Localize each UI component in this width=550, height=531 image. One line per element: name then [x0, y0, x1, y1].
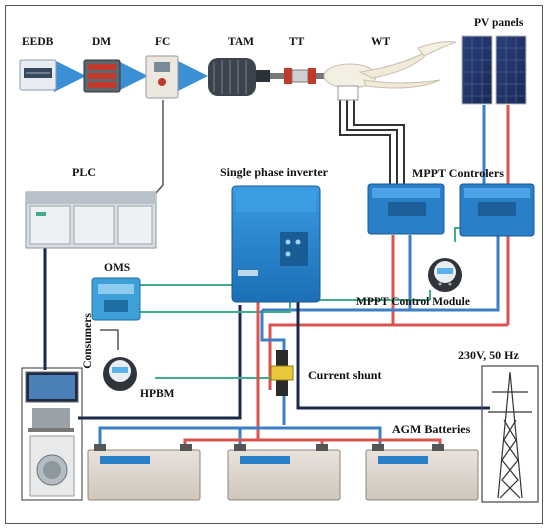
cable-inv-grid [296, 300, 490, 410]
battery-icon [87, 444, 201, 501]
cable-mppt2-blue [262, 235, 500, 312]
mppt-controller-icon [459, 183, 535, 237]
tt-sensor-icon [284, 68, 326, 84]
cable-oms-mppt [140, 299, 430, 313]
eedb-panel-icon [19, 59, 57, 91]
dm-meter-icon [83, 59, 121, 93]
label-pv-panels: PV panels [474, 17, 524, 29]
label-mppt-module: MPPT Control Module [356, 296, 470, 308]
cable-fc-plc [129, 100, 164, 206]
cable-wt-mppt [339, 100, 391, 185]
fc-drive-icon [145, 55, 179, 99]
label-oms: OMS [104, 262, 131, 274]
transmission-tower-icon [481, 365, 539, 503]
figure-frame [5, 5, 543, 524]
label-hpbm: HPBM [140, 388, 175, 400]
hpbm-monitor-icon [103, 357, 137, 391]
label-tam: TAM [228, 36, 254, 48]
label-dm: DM [92, 36, 112, 48]
battery-icon [227, 444, 341, 501]
battery-icon [365, 444, 479, 501]
cable-consumers-inverter [78, 305, 242, 420]
washer-icon [29, 435, 75, 497]
battery-bus-red [183, 438, 442, 450]
oms-icon [91, 277, 141, 321]
label-plc: PLC [72, 165, 96, 179]
mppt-module-icon [428, 258, 462, 292]
label-wt: WT [371, 36, 391, 48]
laptop-icon [28, 408, 74, 432]
tv-icon [25, 371, 79, 403]
cable-inv-blue [260, 310, 286, 355]
current-shunt-icon [270, 350, 294, 396]
label-grid: 230V, 50 Hz [458, 348, 519, 362]
tam-motor-icon [208, 58, 284, 96]
label-tt: TT [289, 36, 305, 48]
label-agm-batteries: AGM Batteries [392, 422, 471, 436]
label-mppt-controllers: MPPT Controlers [412, 166, 504, 180]
label-current-shunt: Current shunt [308, 368, 382, 382]
label-eedb: EEDB [22, 36, 54, 48]
plc-icon [25, 191, 157, 249]
cable-mppt1-red [268, 235, 395, 390]
pv-panel-icon [461, 35, 527, 105]
consumers-outline [21, 367, 83, 501]
wt-turbine-icon [323, 41, 457, 101]
inverter-icon [231, 185, 321, 303]
mppt-controller-icon [367, 183, 445, 235]
label-consumers: Consumers [81, 313, 94, 369]
label-inverter: Single phase inverter [220, 165, 328, 179]
label-fc: FC [155, 36, 171, 48]
